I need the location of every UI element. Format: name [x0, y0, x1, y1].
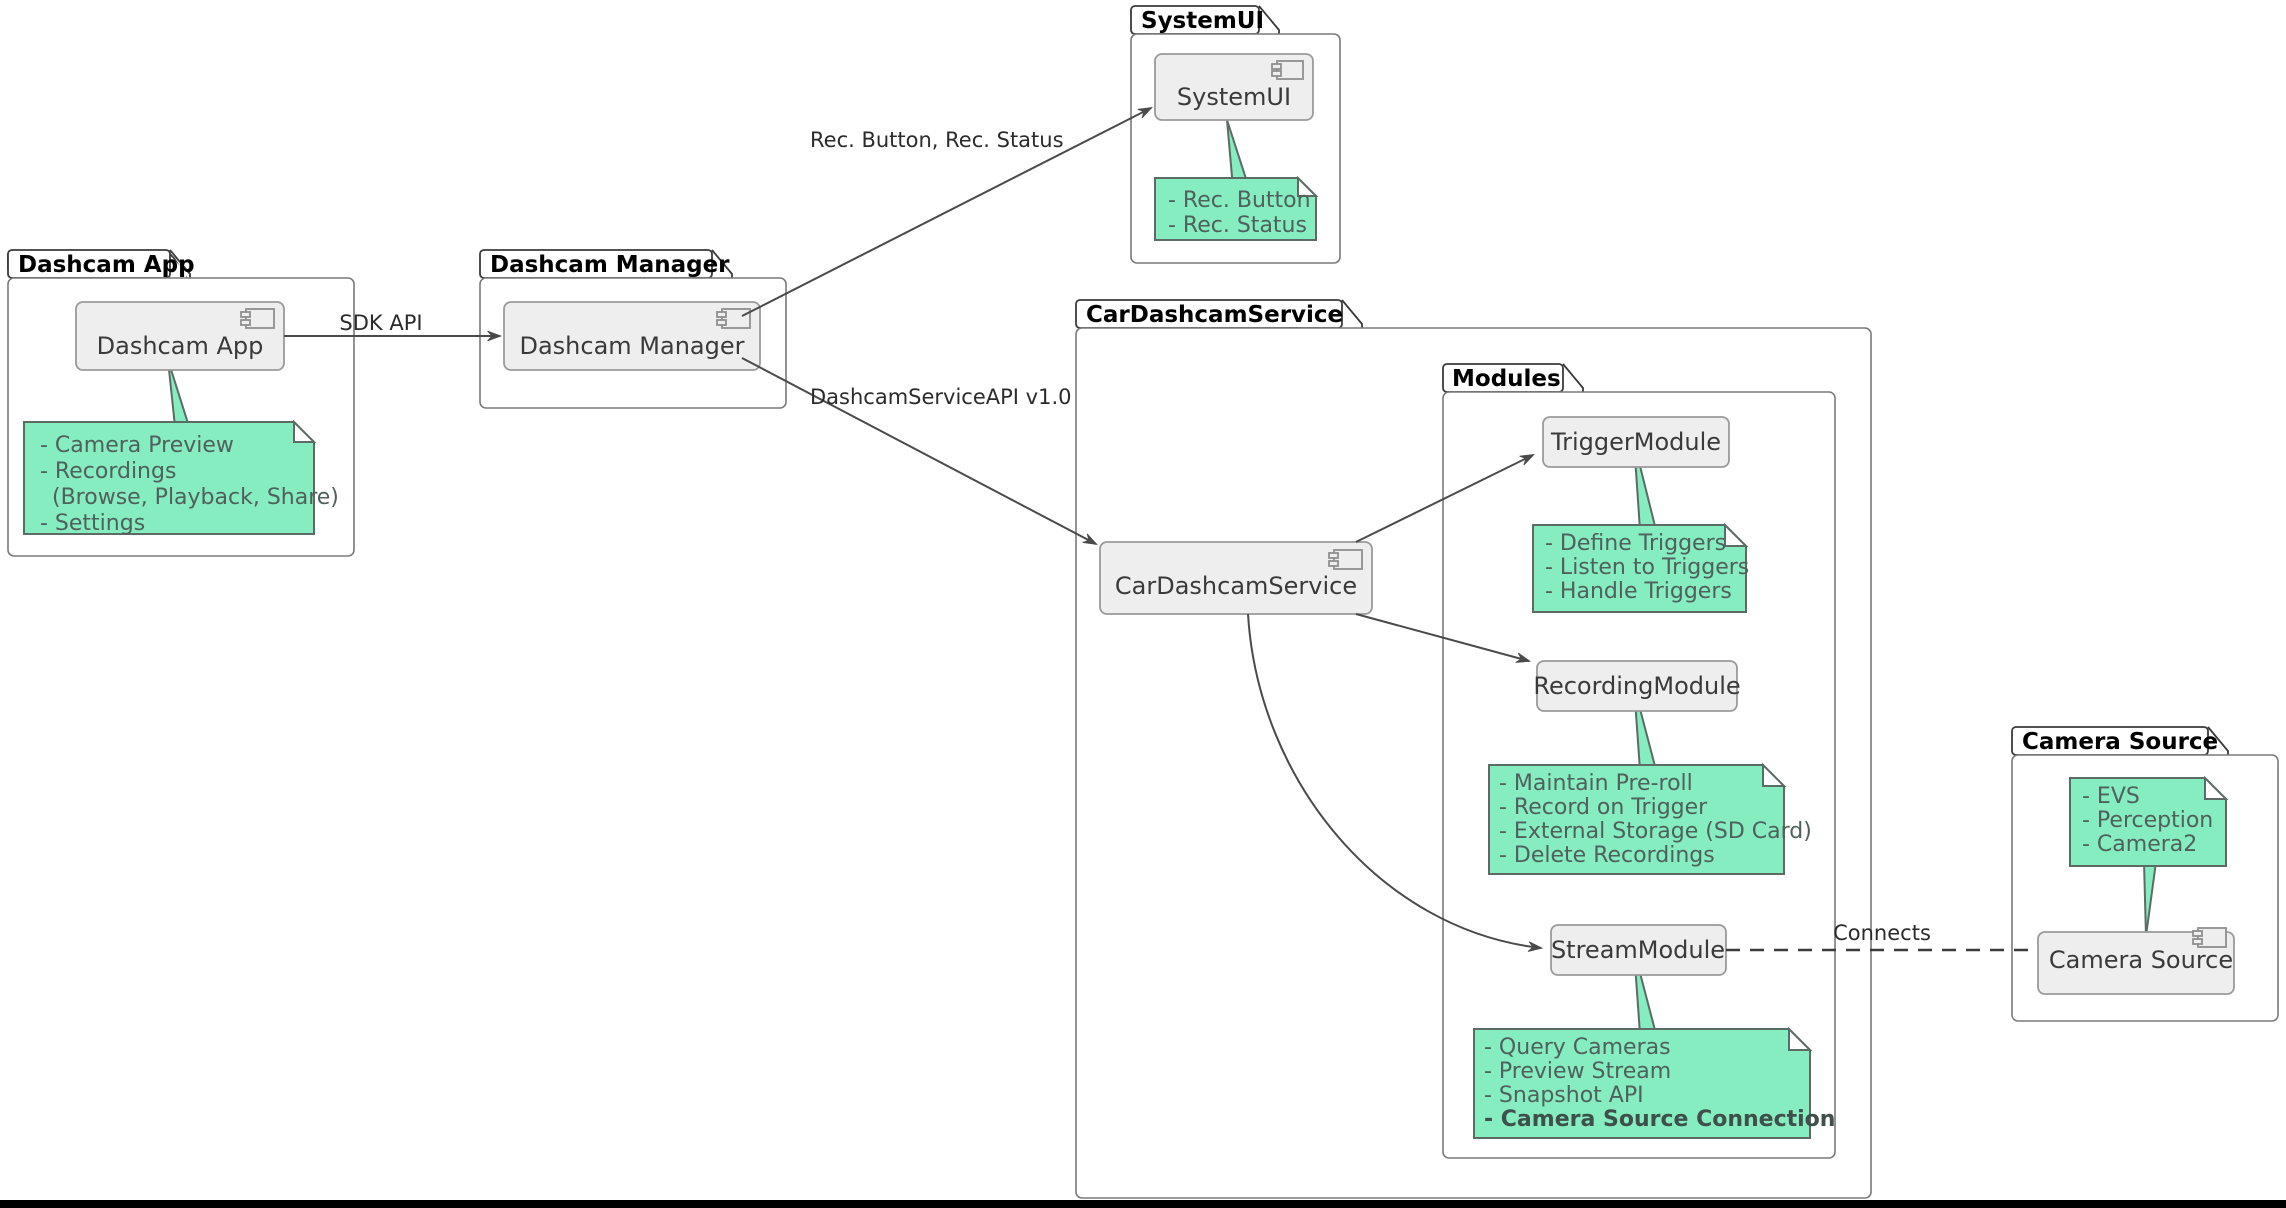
note-body-dashcam-app — [23, 421, 315, 535]
component-car-dashcam-service[interactable]: CarDashcamService — [1099, 541, 1373, 615]
note-dashcam-app: - Camera Preview - Recordings (Browse, P… — [23, 419, 339, 536]
note-fold-recording-module — [1762, 762, 1787, 787]
note-line: - Recordings — [40, 459, 176, 484]
note-line: - Handle Triggers — [1545, 579, 1732, 604]
note-body-systemui — [1154, 177, 1317, 241]
connection-line — [1355, 454, 1535, 543]
connection-line — [1355, 613, 1532, 663]
note-trigger-module: - Define Triggers - Listen to Triggers -… — [1532, 522, 1749, 613]
component-label-car-dashcam-service: CarDashcamService — [1115, 572, 1357, 600]
package-label-systemui: SystemUI — [1141, 8, 1264, 34]
note-camera-source: - EVS - Perception - Camera2 — [2069, 775, 2229, 867]
connection-line — [741, 107, 1153, 317]
package-label-modules: Modules — [1452, 366, 1561, 392]
note-body-trigger-module — [1532, 524, 1747, 613]
component-box-recording-module[interactable] — [1536, 660, 1738, 712]
note-line: - Snapshot API — [1484, 1083, 1644, 1108]
note-line: - Settings — [40, 511, 145, 536]
bottom-border-bar — [0, 1200, 2286, 1208]
note-body-recording-module — [1488, 764, 1785, 875]
note-line: - External Storage (SD Card) — [1499, 819, 1812, 844]
note-line: - Define Triggers — [1545, 531, 1726, 556]
note-fold-dashcam-app — [293, 419, 317, 443]
package-dashcam-manager: Dashcam Manager Dashcam Manager — [479, 249, 787, 409]
connection-manager-to-systemui: Rec. Button, Rec. Status — [741, 107, 1153, 317]
note-line: - Rec. Status — [1168, 213, 1307, 238]
note-body-camera-source — [2069, 777, 2227, 867]
component-stream-module[interactable]: StreamModule — [1550, 924, 1727, 976]
connection-label-dashcam-service-api: DashcamServiceAPI v1.0 — [810, 385, 1072, 409]
package-systemui: SystemUI SystemUI - Rec. Button - Rec. S… — [1130, 5, 1341, 264]
note-line: - Listen to Triggers — [1545, 555, 1749, 580]
note-line: - Rec. Button — [1168, 188, 1311, 213]
component-icon — [240, 308, 275, 329]
component-icon — [2192, 927, 2227, 948]
note-fold-trigger-module — [1724, 522, 1749, 547]
connection-label-rec-button-status: Rec. Button, Rec. Status — [810, 128, 1064, 152]
connection-service-to-recording — [1355, 613, 1532, 663]
connection-manager-to-service: DashcamServiceAPI v1.0 — [741, 357, 1098, 546]
component-label-dashcam-manager: Dashcam Manager — [519, 332, 744, 360]
note-fold-camera-source — [2204, 775, 2229, 800]
component-label-camera-source: Camera Source — [2049, 946, 2233, 974]
note-systemui: - Rec. Button - Rec. Status — [1154, 175, 1319, 241]
component-dashcam-manager[interactable]: Dashcam Manager — [503, 301, 761, 371]
component-label-recording-module: RecordingModule — [1533, 672, 1740, 700]
note-line: - Maintain Pre-roll — [1499, 771, 1693, 796]
component-box-trigger-module[interactable] — [1542, 416, 1730, 468]
package-car-dashcam-service: CarDashcamService CarDashcamService Modu… — [1075, 299, 1872, 1199]
note-body-stream-module — [1473, 1028, 1811, 1139]
note-fold-systemui — [1297, 175, 1319, 197]
package-label-dashcam-app: Dashcam App — [18, 252, 195, 278]
component-icon — [716, 308, 751, 329]
package-camera-source: Camera Source - EVS - Perception - Camer… — [2011, 726, 2279, 1022]
connection-line-curved — [1247, 613, 1544, 952]
note-line: - Perception — [2082, 808, 2213, 833]
component-label-dashcam-app: Dashcam App — [97, 332, 264, 360]
connection-service-to-trigger — [1355, 454, 1535, 543]
connection-label-sdk-api: SDK API — [339, 311, 422, 335]
component-recording-module[interactable]: RecordingModule — [1533, 660, 1741, 712]
connection-service-to-stream — [1247, 613, 1544, 952]
note-line: - Delete Recordings — [1499, 843, 1715, 868]
component-icon — [1271, 60, 1304, 80]
package-label-car-dashcam-service: CarDashcamService — [1086, 302, 1343, 328]
component-camera-source[interactable]: Camera Source — [2037, 927, 2235, 995]
component-label-trigger-module: TriggerModule — [1550, 428, 1721, 456]
package-label-dashcam-manager: Dashcam Manager — [490, 252, 730, 278]
note-line: - EVS — [2082, 784, 2140, 809]
package-label-camera-source: Camera Source — [2022, 729, 2218, 755]
note-line: - Camera2 — [2082, 832, 2197, 857]
connection-label-connects: Connects — [1833, 921, 1931, 945]
connection-line — [741, 357, 1098, 546]
component-systemui[interactable]: SystemUI — [1154, 53, 1314, 121]
note-line: - Camera Preview — [40, 433, 234, 458]
note-line: - Preview Stream — [1484, 1059, 1671, 1084]
component-label-systemui: SystemUI — [1177, 83, 1291, 111]
note-line: - Record on Trigger — [1499, 795, 1708, 820]
note-stream-module: - Query Cameras - Preview Stream - Snaps… — [1473, 1026, 1835, 1139]
note-line: (Browse, Playback, Share) — [52, 485, 339, 510]
component-icon — [1328, 549, 1363, 570]
component-box-car-dashcam-service[interactable] — [1099, 541, 1373, 615]
note-fold-stream-module — [1788, 1026, 1813, 1051]
component-box-dashcam-manager[interactable] — [503, 301, 761, 371]
package-modules: Modules TriggerModule - Define Triggers … — [1442, 363, 1836, 1159]
component-trigger-module[interactable]: TriggerModule — [1542, 416, 1730, 468]
note-line: - Camera Source Connection — [1484, 1107, 1835, 1132]
component-box-camera-source[interactable] — [2037, 931, 2235, 995]
note-recording-module: - Maintain Pre-roll - Record on Trigger … — [1488, 762, 1812, 875]
package-dashcam-app: Dashcam App Dashcam App - Camera Preview… — [7, 249, 355, 557]
component-dashcam-app[interactable]: Dashcam App — [75, 301, 285, 371]
component-label-stream-module: StreamModule — [1551, 936, 1725, 964]
connection-app-to-manager: SDK API — [284, 311, 503, 342]
connection-stream-to-camera-source: Connects — [1726, 921, 2038, 952]
note-line: - Query Cameras — [1484, 1035, 1671, 1060]
